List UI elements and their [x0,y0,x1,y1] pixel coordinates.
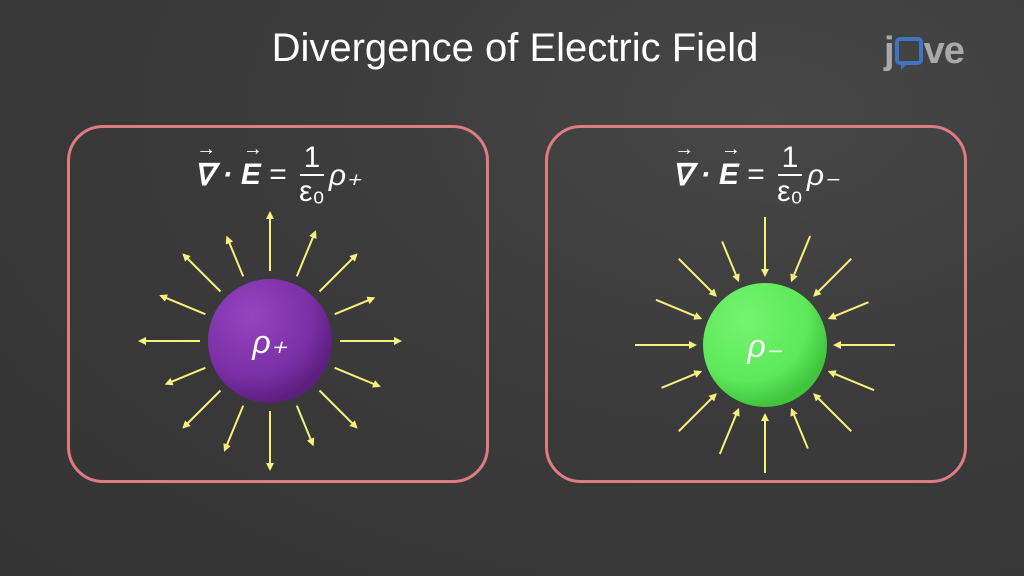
field-arrow [678,258,717,297]
positive-charge-sphere [208,279,332,403]
field-arrow [678,393,717,432]
field-arrow [295,405,315,447]
field-arrow [334,296,376,316]
field-arrow [661,370,703,389]
field-arrow [223,405,245,452]
inward-field-arrows [635,217,895,473]
field-arrow [827,370,875,392]
slide-title: Divergence of Electric Field [271,26,759,70]
field-arrow [334,366,381,388]
negative-charge-sphere [703,283,827,407]
field-arrow [225,235,245,277]
field-arrow [318,253,358,293]
field-arrow [721,241,740,283]
field-arrow [718,407,740,455]
field-arrow [827,301,869,320]
field-arrow [790,407,809,449]
field-arrow [813,393,852,432]
field-arrow [790,235,812,283]
positive-charge-label: ρ₊ [251,324,287,360]
field-arrow [655,298,703,320]
field-arrow [182,253,222,293]
speech-bubble-icon [894,37,923,70]
field-arrow [182,389,222,429]
field-arrow [318,389,358,429]
field-arrow [164,366,206,386]
negative-charge-label: ρ₋ [746,328,782,364]
field-arrow [813,258,852,297]
field-arrow [295,230,317,277]
field-arrow [159,294,206,316]
outward-field-arrows [138,211,402,471]
